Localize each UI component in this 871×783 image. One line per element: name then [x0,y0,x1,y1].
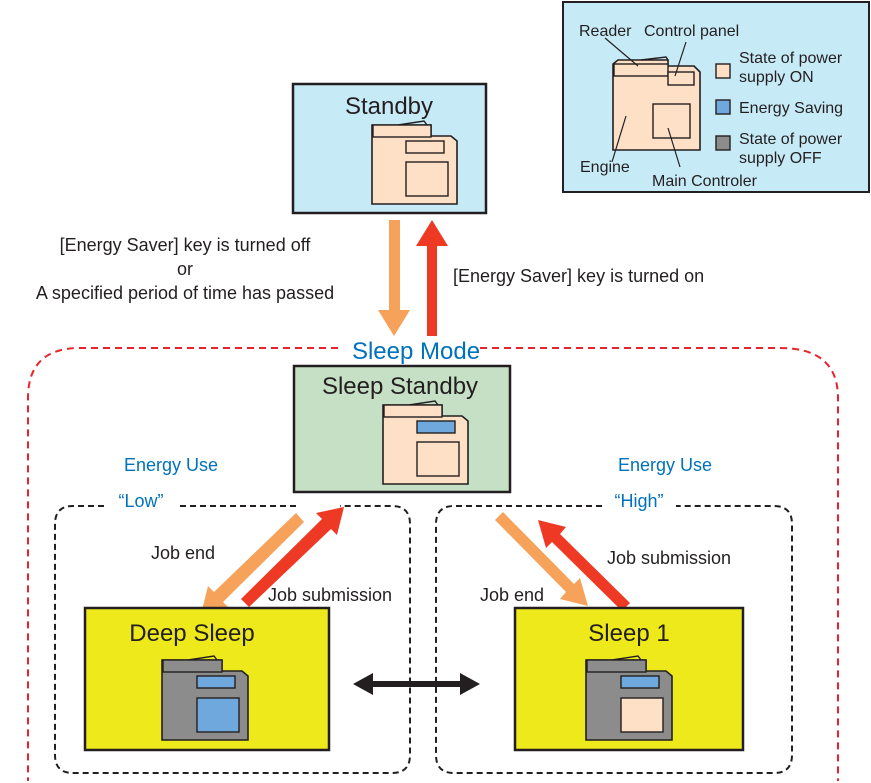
standby-title: Standby [345,93,433,120]
to-sleep-line2: or [177,259,193,279]
sleep1-state: Sleep 1 [513,606,745,752]
standby-state: Standby [291,82,488,215]
arrow-job-submission-left [241,507,344,607]
sleep-mode-label: Sleep Mode [352,338,480,365]
legend-main-controller-label: Main Controler [652,173,758,190]
leader-control-panel [674,41,687,77]
sleep-standby-device-icon [382,400,469,485]
job-submission-left-label: Job submission [268,585,392,605]
legend-swatch-energy-saving [715,99,731,115]
standby-device-icon [371,120,458,205]
sleep1-device-icon [585,655,673,741]
energy-use-right-value: “High” [614,491,663,511]
legend-on-line1: State of power [739,50,843,67]
arrow-deep-sleep-sleep1 [353,673,480,695]
deep-sleep-device-icon [161,655,249,741]
to-sleep-line1: [Energy Saver] key is turned off [60,235,312,255]
leader-engine [611,115,627,163]
legend-off-line2: supply OFF [739,150,822,167]
to-sleep-line3: A specified period of time has passed [36,283,334,303]
low-energy-region [54,505,411,774]
legend-control-panel-label: Control panel [644,23,739,40]
energy-use-right-label: Energy Use [618,455,712,475]
arrow-job-end-left [201,513,304,614]
legend-engine-label: Engine [580,159,630,176]
arrow-to-sleep [378,220,410,336]
legend-reader-label: Reader [579,23,632,40]
legend-swatch-power-off [715,135,731,151]
job-end-left-label: Job end [151,543,215,563]
legend-saving-label: Energy Saving [739,100,843,117]
sleep-standby-state: Sleep Standby [292,364,512,494]
sleep-mode-boundary [27,347,839,781]
legend-off-line1: State of power [739,131,843,148]
leader-main-controller [667,127,681,168]
deep-sleep-title: Deep Sleep [129,620,254,647]
legend-box: Reader Control panel Engine Main Control… [562,1,870,193]
energy-use-left-value: “Low” [118,491,163,511]
arrow-job-submission-right [538,520,630,611]
arrow-job-end-right [495,512,588,606]
arrow-to-standby [416,220,448,336]
job-end-right-label: Job end [480,585,544,605]
deep-sleep-state: Deep Sleep [83,606,331,752]
legend-device-icon [612,56,701,151]
legend-swatch-power-on [715,63,731,79]
legend-on-line2: supply ON [739,69,814,86]
sleep-standby-title: Sleep Standby [322,373,478,400]
sleep1-title: Sleep 1 [588,620,669,647]
job-submission-right-label: Job submission [607,548,731,568]
energy-use-left-label: Energy Use [124,455,218,475]
to-standby-label: [Energy Saver] key is turned on [453,266,704,286]
leader-reader [604,37,639,67]
